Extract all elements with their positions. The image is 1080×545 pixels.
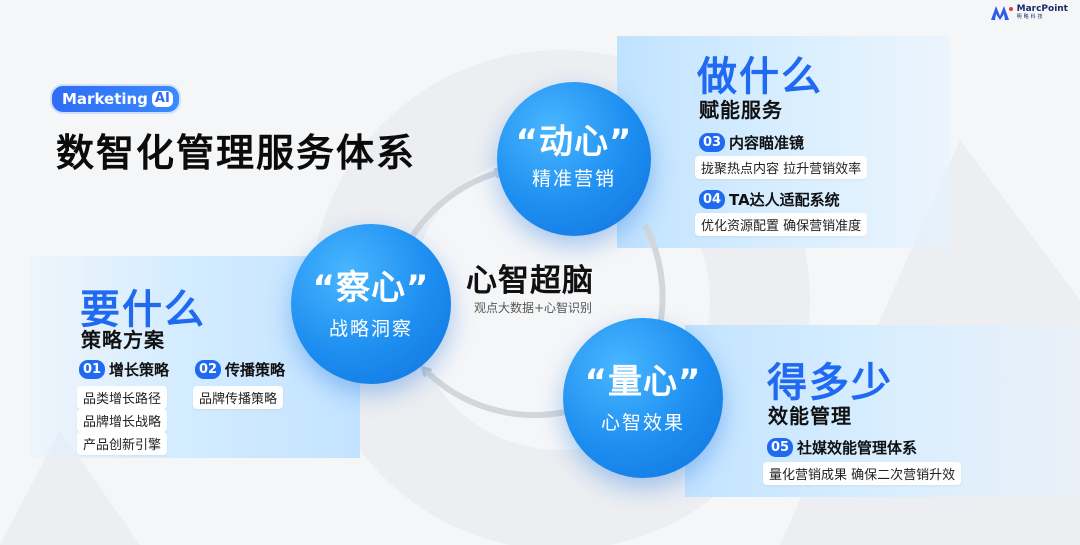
item-01: 01 增长策略 [79, 359, 169, 380]
question-how-much: 得多少 [767, 360, 893, 406]
item-05: 05 社媒效能管理体系 [767, 437, 917, 458]
circle-subtitle: 心智效果 [600, 412, 685, 434]
subtitle-strategy: 策略方案 [81, 328, 165, 352]
chip: 品类增长路径 [77, 386, 168, 409]
circle-title: “量心” [584, 362, 702, 402]
logo-name-cn: 明略科技 [1016, 14, 1045, 20]
circle-title: “动心” [515, 122, 633, 162]
page-title: 数智化管理服务体系 [56, 131, 417, 175]
center-subtitle: 观点大数据+心智识别 [474, 301, 593, 315]
item-03: 03 内容瞄准镜 [699, 132, 804, 153]
circle-title: “察心” [312, 268, 430, 308]
item-label: TA达人适配系统 [729, 191, 840, 209]
item-number: 02 [195, 360, 221, 379]
chip: 优化资源配置 确保营销准度 [695, 213, 868, 236]
circle-chaxin: “察心” 战略洞察 [291, 224, 451, 384]
brand-logo: MarcPoint 明略科技 [990, 4, 1068, 20]
circle-dongxin: “动心” 精准营销 [497, 82, 651, 236]
circle-liangxin: “量心” 心智效果 [563, 318, 723, 478]
badge-ai: AI [151, 91, 173, 107]
marketing-ai-badge: Marketing AI [50, 84, 181, 114]
question-what-needed: 要什么 [80, 287, 206, 333]
item-label: 内容瞄准镜 [729, 134, 805, 152]
subtitle-empowerment: 赋能服务 [699, 98, 783, 122]
chip: 产品创新引擎 [77, 432, 168, 455]
item-number: 03 [699, 133, 725, 152]
arrow-liangxin-to-chaxin [425, 370, 566, 419]
chip: 品牌传播策略 [193, 386, 284, 409]
item-02: 02 传播策略 [195, 359, 285, 380]
subtitle-efficiency: 效能管理 [768, 404, 852, 428]
chip: 量化营销成果 确保二次营销升效 [763, 462, 962, 485]
item-04: 04 TA达人适配系统 [699, 189, 840, 210]
item-number: 05 [767, 438, 793, 457]
item-label: 社媒效能管理体系 [797, 439, 918, 457]
chip: 品牌增长战略 [77, 409, 168, 432]
logo-name-en: MarcPoint [1016, 4, 1068, 14]
arrow-chaxin-to-dongxin [407, 172, 500, 242]
circle-subtitle: 战略洞察 [328, 318, 413, 340]
badge-text: Marketing [62, 90, 148, 108]
item-number: 04 [699, 190, 725, 209]
circle-subtitle: 精准营销 [531, 168, 616, 190]
center-title: 心智超脑 [466, 263, 594, 299]
item-label: 增长策略 [109, 361, 170, 379]
panel-what-to-do [617, 36, 950, 248]
question-what-to-do: 做什么 [697, 54, 823, 100]
item-label: 传播策略 [225, 361, 286, 379]
logo-mark-icon [990, 5, 1013, 20]
chip: 拢聚热点内容 拉升营销效率 [695, 156, 868, 179]
item-number: 01 [79, 360, 105, 379]
